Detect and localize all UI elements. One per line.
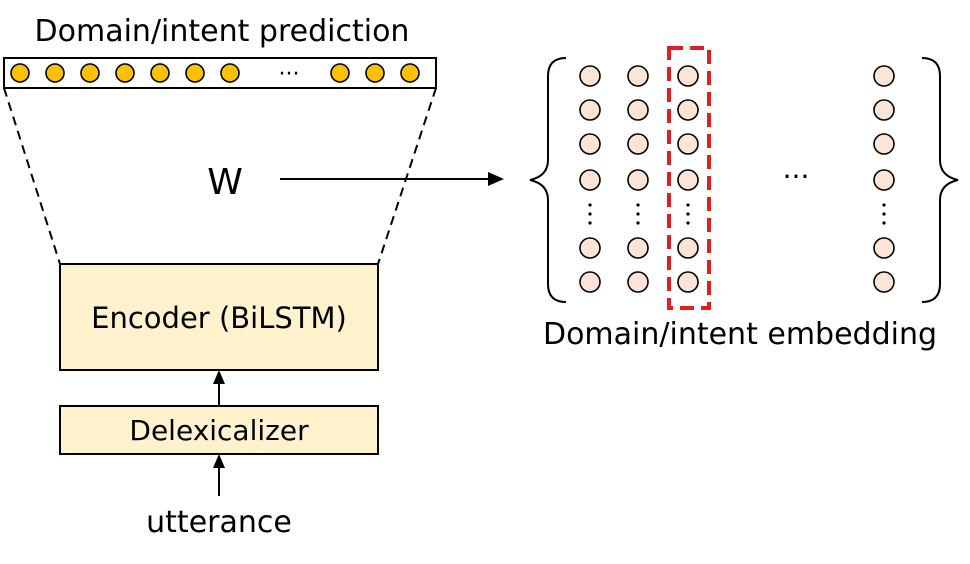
left-brace xyxy=(529,57,567,303)
funnel-right-line xyxy=(377,87,437,265)
weight-label: W xyxy=(207,162,243,203)
embedding-node xyxy=(677,133,699,155)
vertical-ellipsis-dot xyxy=(882,221,886,225)
embedding-ellipsis: ··· xyxy=(783,160,810,193)
embedding-node xyxy=(627,237,649,259)
prediction-node xyxy=(220,63,240,83)
prediction-node xyxy=(330,63,350,83)
vertical-ellipsis-dot xyxy=(882,203,886,207)
vertical-ellipsis-dot xyxy=(882,212,886,216)
prediction-bar xyxy=(3,57,437,89)
delexicalizer-label: Delexicalizer xyxy=(129,414,309,447)
embedding-node xyxy=(677,169,699,191)
embedding-node xyxy=(677,99,699,121)
embedding-node xyxy=(579,99,601,121)
embedding-node xyxy=(627,169,649,191)
embedding-node xyxy=(579,237,601,259)
embedding-node xyxy=(579,271,601,293)
vertical-ellipsis-dot xyxy=(588,203,592,207)
vertical-ellipsis-dot xyxy=(636,203,640,207)
vertical-ellipsis-dot xyxy=(686,203,690,207)
weight-arrow-head xyxy=(488,172,504,186)
prediction-node xyxy=(115,63,135,83)
embedding-node xyxy=(579,65,601,87)
delex-to-encoder-head xyxy=(213,370,225,384)
embedding-node xyxy=(627,271,649,293)
embedding-node xyxy=(627,99,649,121)
embedding-node xyxy=(579,169,601,191)
prediction-node xyxy=(150,63,170,83)
highlighted-column xyxy=(667,46,711,310)
vertical-ellipsis-dot xyxy=(686,221,690,225)
embedding-node xyxy=(677,237,699,259)
prediction-nodes xyxy=(10,63,420,83)
embedding-node xyxy=(873,65,895,87)
prediction-node xyxy=(45,63,65,83)
prediction-node xyxy=(80,63,100,83)
right-brace xyxy=(921,57,959,303)
encoder-box xyxy=(59,263,379,371)
prediction-title: Domain/intent prediction xyxy=(35,14,410,49)
embedding-node xyxy=(579,133,601,155)
embedding-node xyxy=(677,65,699,87)
encoder-label: Encoder (BiLSTM) xyxy=(91,301,347,335)
utterance-label: utterance xyxy=(146,505,292,540)
embedding-node xyxy=(873,237,895,259)
prediction-node xyxy=(185,63,205,83)
prediction-node xyxy=(365,63,385,83)
embedding-nodes xyxy=(579,65,895,293)
vertical-ellipsis-dot xyxy=(636,212,640,216)
vertical-ellipsis-dot xyxy=(588,221,592,225)
utterance-to-delex-head xyxy=(213,454,225,468)
vertical-ellipsis-dot xyxy=(588,212,592,216)
embedding-label: Domain/intent embedding xyxy=(543,317,937,352)
embedding-node xyxy=(627,133,649,155)
embedding-node xyxy=(873,271,895,293)
prediction-node xyxy=(10,63,30,83)
embedding-node xyxy=(873,169,895,191)
vertical-ellipsis-dot xyxy=(686,212,690,216)
funnel-left-line xyxy=(3,87,61,265)
prediction-node xyxy=(400,63,420,83)
embedding-node xyxy=(873,133,895,155)
prediction-ellipsis: ··· xyxy=(279,62,300,87)
vertical-ellipsis-dot xyxy=(636,221,640,225)
embedding-node xyxy=(873,99,895,121)
embedding-node xyxy=(627,65,649,87)
embedding-node xyxy=(677,271,699,293)
